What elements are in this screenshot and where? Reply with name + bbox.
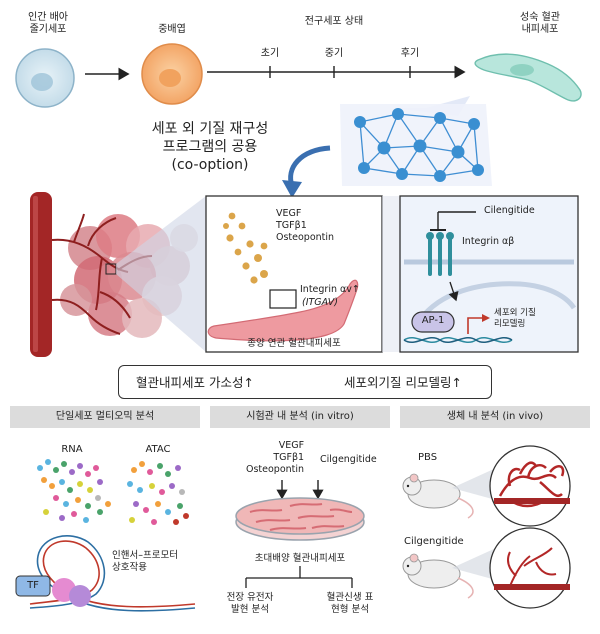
ap1-label: AP-1 [421,315,445,326]
invivo-drug-label: Cilgengitide [404,536,464,547]
cohesin-blob-2 [69,585,91,607]
integrin-av-label: Integrin αv↑ [300,284,360,295]
rna-umap-plot [37,459,111,523]
atac-umap-plot [127,461,189,525]
banner-right-text: 세포외기질 리모델링↑ [344,375,462,390]
stage-mesoderm-label: 중배엽 [158,24,186,35]
tick-late-label: 후기 [400,48,420,59]
zoom-cone-pbs [452,468,496,500]
tumor-endothelial-label: 종양 연관 혈관내피세포 [247,338,341,349]
ap1-box [411,311,455,333]
panel-multiomics-header: 단일세포 멀티오믹 분석 [10,406,200,428]
blood-vessel-highlight [33,196,38,352]
cooption-title: 세포 외 기질 재구성 프로그램의 공용 (co-option) [151,121,269,173]
cooption-curved-arrow [288,145,331,187]
summary-banner [118,365,492,399]
cooption-arrow-head [282,180,302,198]
drug-vessel-base [494,584,570,590]
tumor-endothelial-cell [207,279,359,342]
stem-cell-nucleus [31,73,53,91]
tick-early-label: 초기 [260,48,280,59]
cultured-cells [249,503,353,531]
mouse-pbs-icon [402,473,474,519]
panel-invivo-header: 생체 내 분석 (in vivo) [400,406,590,428]
tf-box [15,575,51,597]
pbs-vessel-base [494,498,570,504]
zoom-cone-drug [452,548,496,580]
petri-dish-rim [235,497,365,535]
tick-mid-label: 중기 [324,48,344,59]
secreted-factors-dots [223,212,268,284]
mature-cell-nucleus [510,64,534,76]
itgav-label: (ITGAV) [302,297,338,308]
tf-label: TF [27,580,39,591]
mesoderm-cell-nucleus [159,69,181,87]
mature-endothelial-cell-icon [474,53,582,102]
sparse-vessels [507,547,557,587]
zoom-cone-right [382,196,400,352]
stage-progenitor-title: 전구세포 상태 [304,16,364,27]
invitro-drug-label: Cilgengitide [320,454,377,465]
network-nodes [354,108,484,182]
output-bracket [245,566,353,588]
panel-invitro-header: 시험관 내 분석 (in vitro) [210,406,390,428]
pbs-label: PBS [418,452,438,463]
integrin-zoom-box [269,289,297,309]
banner-left-text: 혈관내피세포 가소성↑ [136,375,254,390]
transcription-arrow-head [482,314,490,322]
cilengitide-label: Cilengitide [484,205,535,216]
dna-strand-2 [403,337,513,343]
signal-arrow [448,281,459,302]
primary-culture-label: 초대배양 혈관내피세포 [254,553,346,564]
integrin-receptor-icon [426,232,454,276]
rna-label: RNA [61,444,83,455]
transcription-arrow [467,317,482,334]
chromatin-loop-strand-2 [29,535,196,612]
atac-label: ATAC [145,444,171,455]
nucleus-membrane [417,281,577,322]
pbs-zoom-circle [489,445,571,527]
drug-zoom-circle [489,527,571,609]
zoom-cone [116,196,206,352]
integrin-ab-label: Integrin αβ [462,236,515,247]
mouse-drug-icon [402,553,474,599]
